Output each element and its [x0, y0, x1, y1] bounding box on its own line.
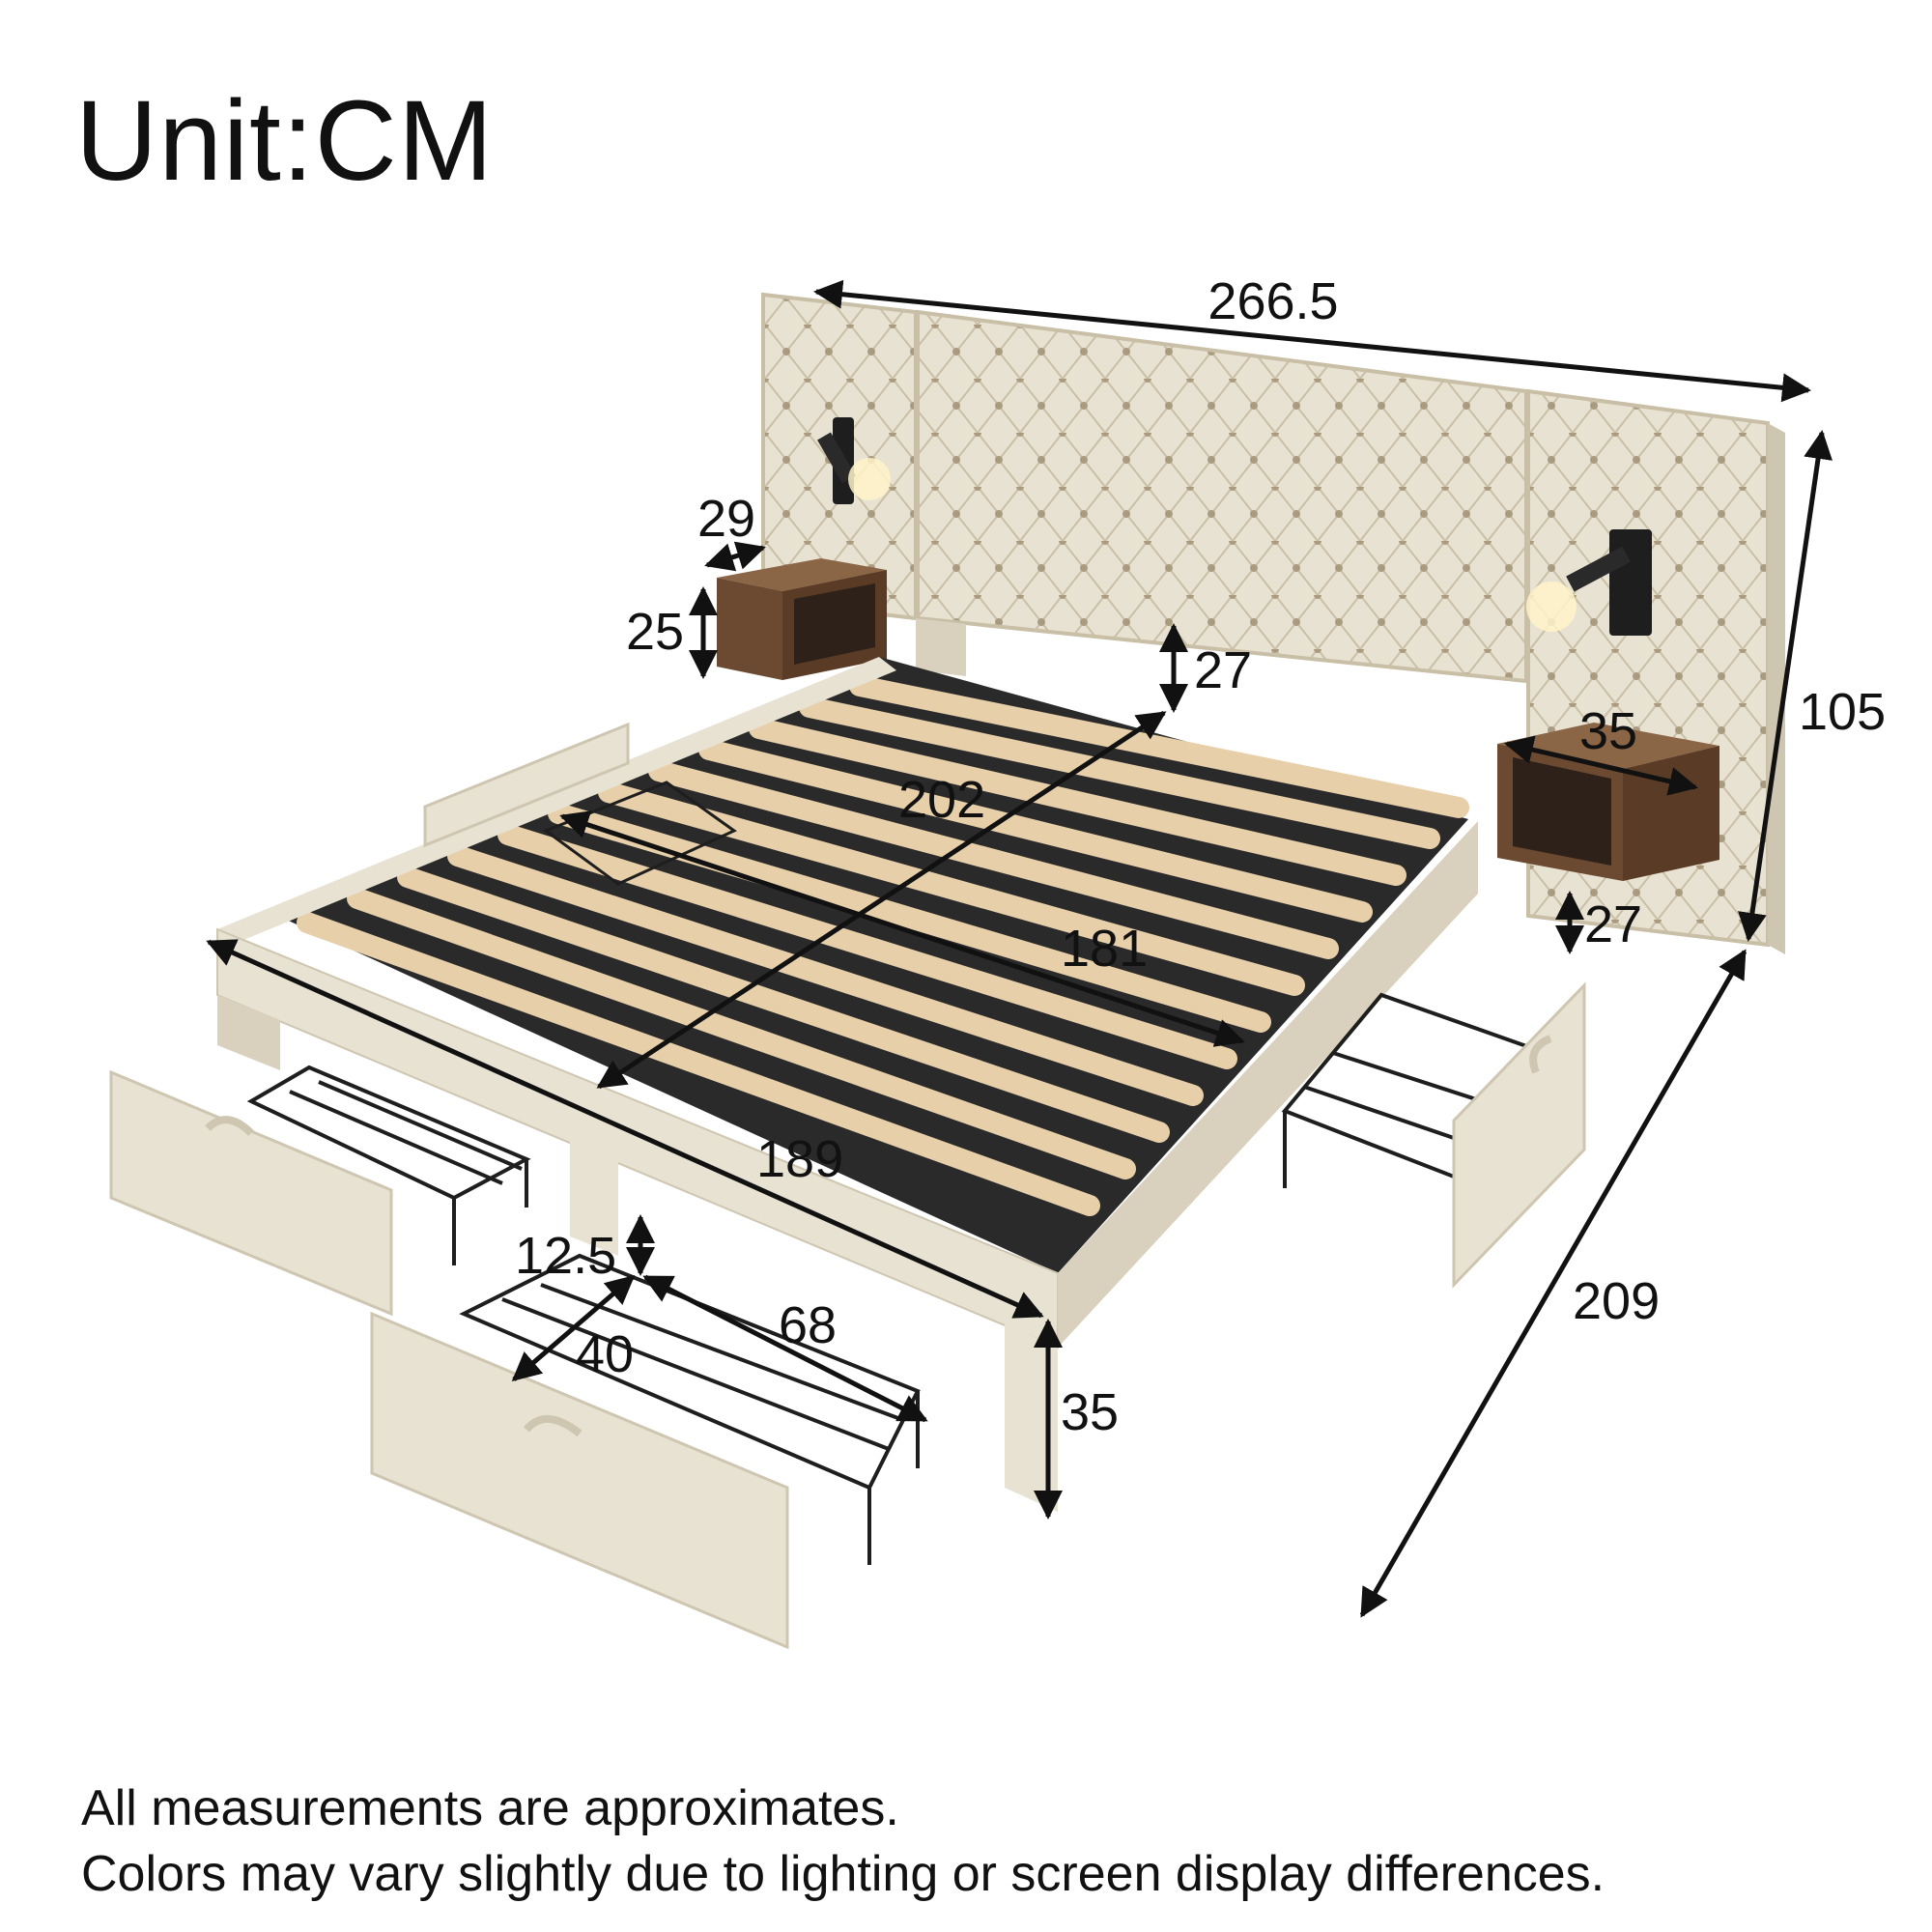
dimension-labels: 266.5 105 209 202 181 189 35 27 29 25 35… — [515, 272, 1886, 1441]
dim-arrow-side-length — [206, 939, 1044, 1319]
headboard-center-panel — [916, 309, 1528, 684]
disclaimer-notes: All measurements are approximates. Color… — [81, 1776, 1605, 1907]
headboard-left-leg — [916, 618, 966, 676]
dim-arrow-drawer-width — [511, 1275, 636, 1381]
label-nightstand-height: 25 — [626, 603, 684, 661]
label-side-length: 189 — [756, 1130, 843, 1188]
dim-arrow-total-width — [813, 279, 1811, 403]
dim-arrow-nightstand-width — [1504, 735, 1698, 796]
dimension-annotations — [206, 279, 1833, 1618]
label-drawer-depth: 68 — [779, 1296, 837, 1354]
dim-arrow-total-length — [1359, 949, 1747, 1618]
dim-arrow-nightstand-depth — [704, 541, 766, 572]
label-nightstand-clearance: 27 — [1584, 895, 1642, 953]
label-leg-height: 35 — [1061, 1383, 1119, 1441]
label-nightstand-width: 35 — [1579, 702, 1637, 760]
reading-light-left — [817, 417, 891, 504]
note-approximate: All measurements are approximates. — [81, 1780, 899, 1836]
drawer-front-left — [109, 1065, 531, 1317]
label-total-length: 209 — [1573, 1272, 1660, 1330]
label-nightstand-depth: 29 — [697, 490, 755, 548]
reading-light-right — [1526, 529, 1652, 636]
label-inner-length: 202 — [898, 771, 985, 829]
label-headboard-gap: 27 — [1194, 641, 1252, 699]
label-total-width: 266.5 — [1208, 272, 1338, 330]
unit-title: Unit:CM — [75, 77, 495, 205]
dim-arrow-inner-width — [559, 810, 1245, 1047]
label-inner-width: 181 — [1061, 920, 1148, 978]
note-colors: Colors may vary slightly due to lighting… — [81, 1846, 1605, 1902]
nightstand-left — [717, 558, 887, 680]
dim-arrow-headboard-height — [1738, 430, 1833, 942]
dim-arrow-drawer-depth — [642, 1274, 928, 1423]
label-headboard-height: 105 — [1799, 683, 1886, 741]
label-drawer-height: 12.5 — [515, 1227, 616, 1285]
label-drawer-width: 40 — [576, 1325, 634, 1383]
